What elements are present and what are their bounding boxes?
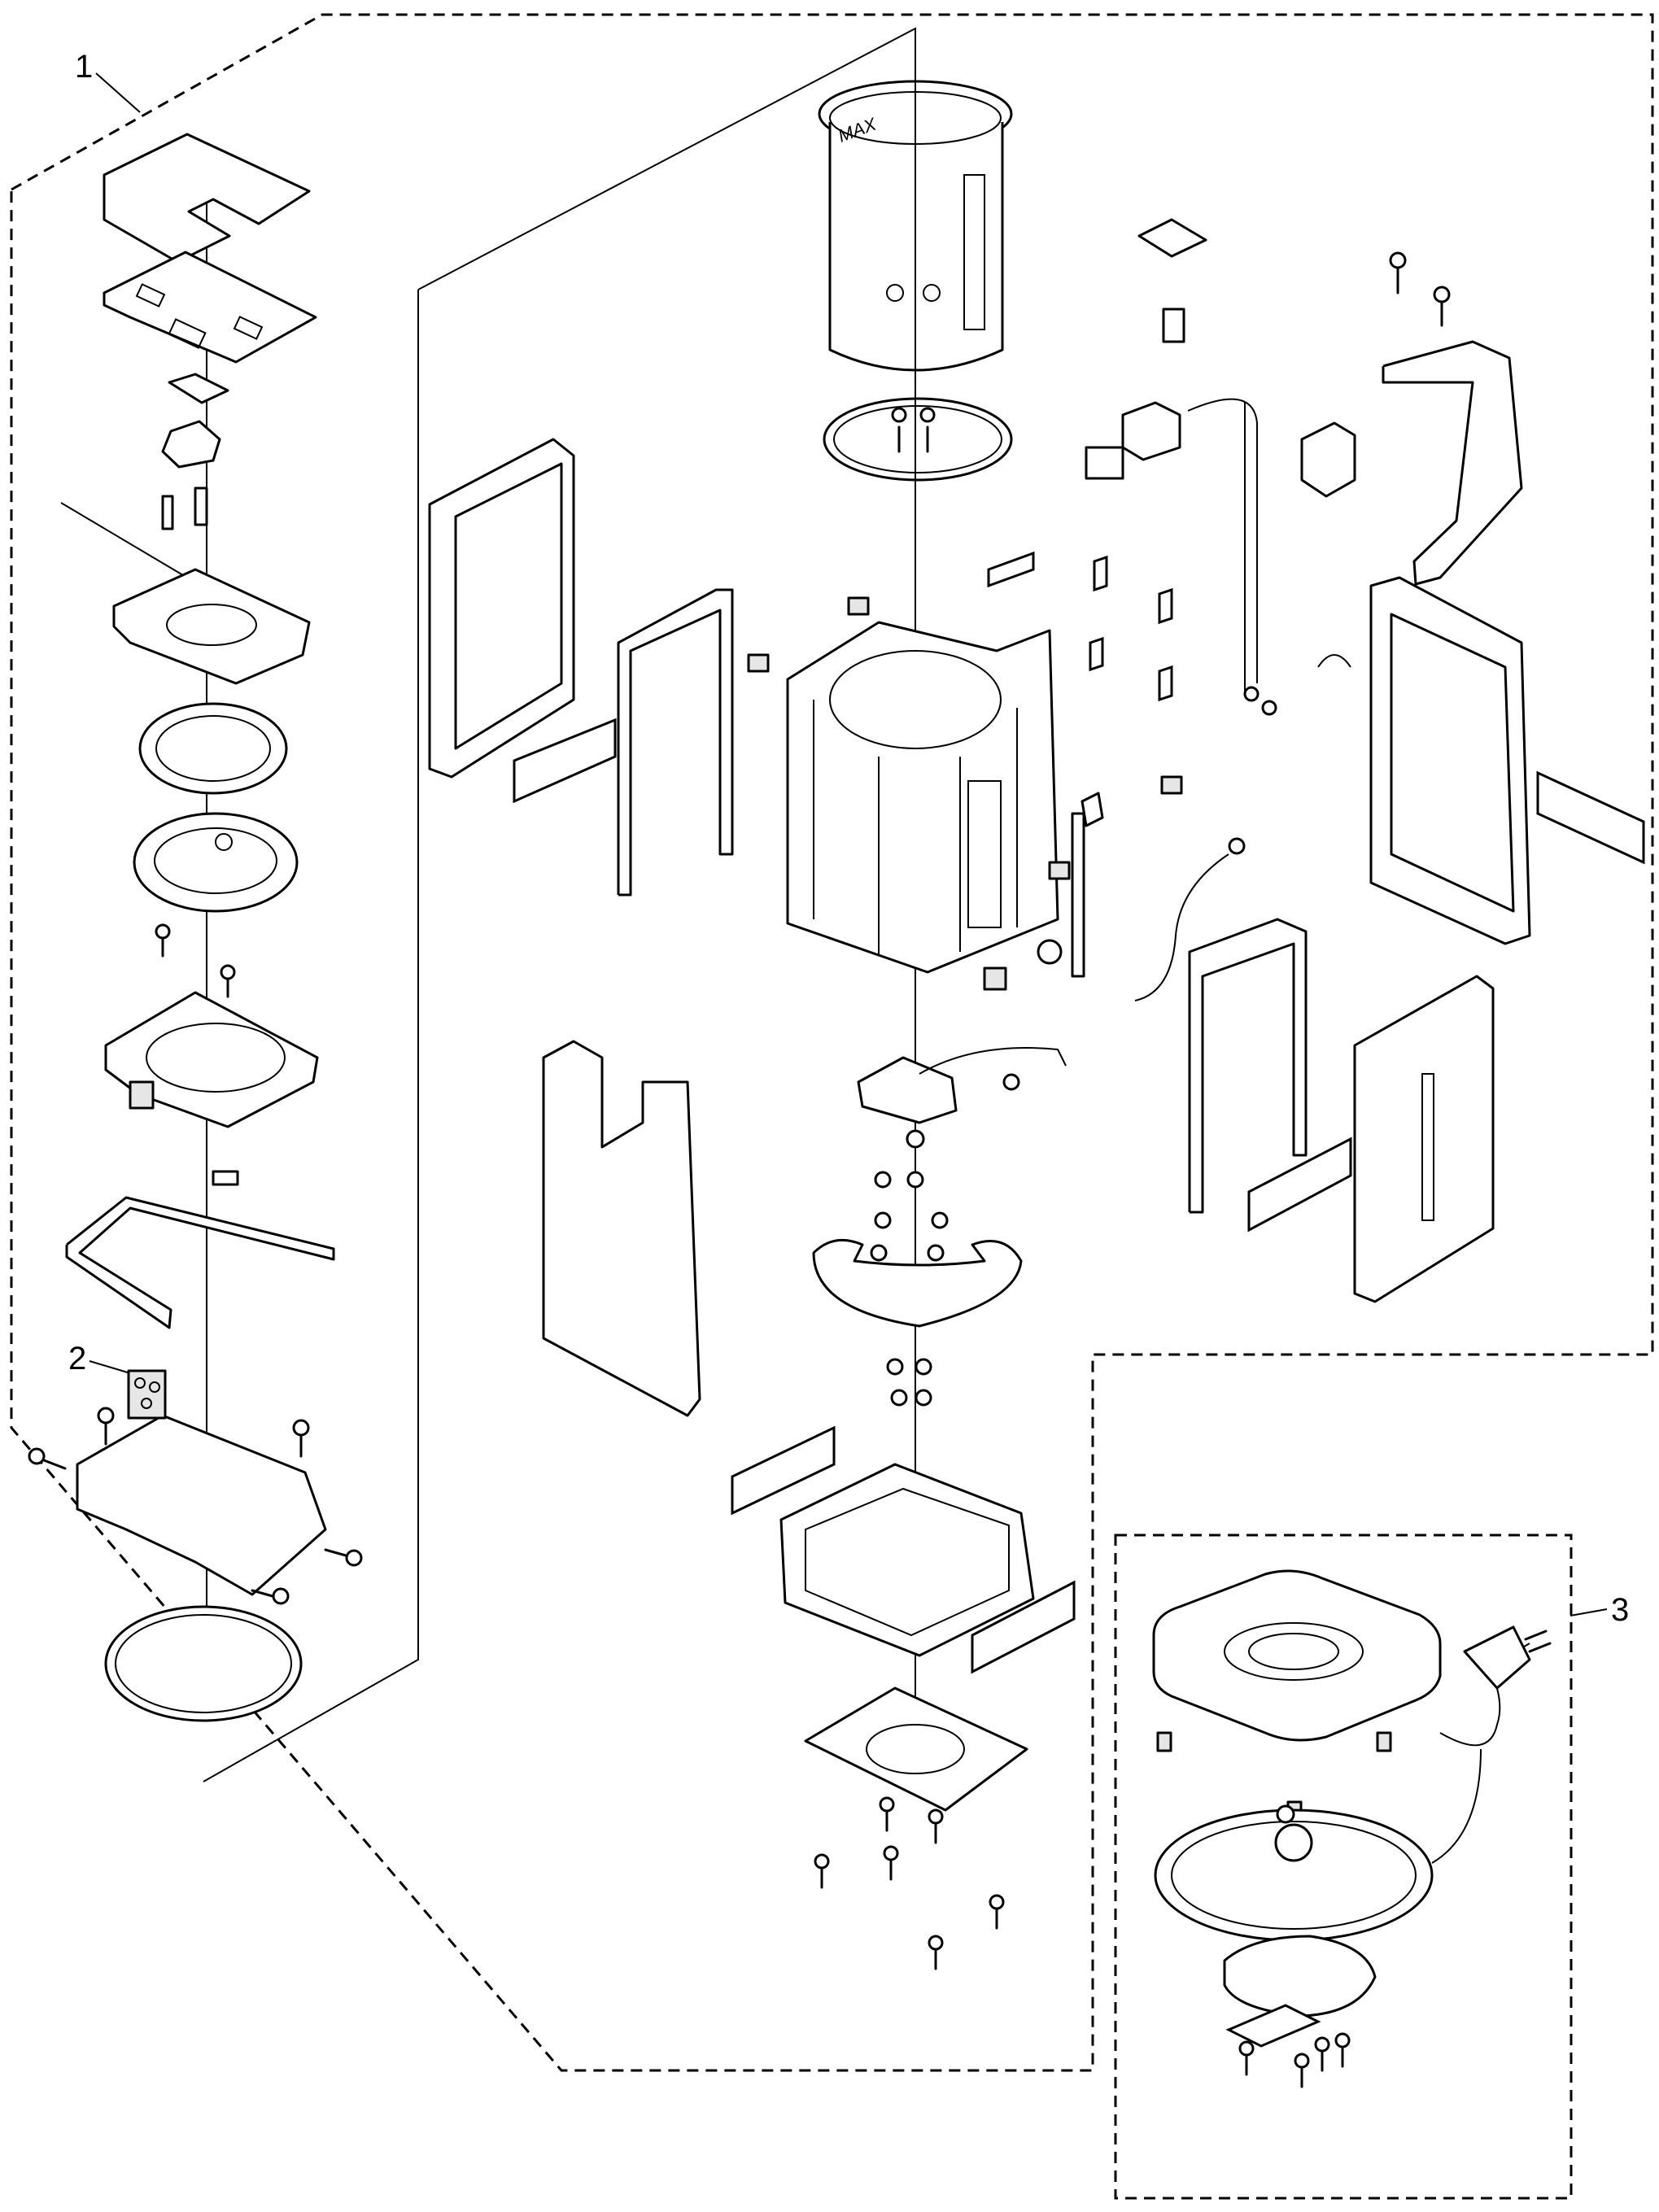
body-nut bbox=[847, 596, 870, 616]
lid-control-panel bbox=[103, 251, 317, 364]
latch-spring bbox=[194, 486, 208, 526]
terminal-block bbox=[983, 939, 1063, 991]
right-side-panel bbox=[1369, 576, 1531, 945]
power-base-top bbox=[1152, 1569, 1442, 1742]
button-pad bbox=[168, 373, 229, 404]
base-screws bbox=[814, 1796, 1005, 1970]
hinge-screw bbox=[97, 1407, 115, 1446]
body-nut bbox=[747, 653, 770, 673]
thermal-fuse bbox=[1071, 792, 1104, 978]
left-front-cover bbox=[542, 1040, 701, 1417]
base-washers bbox=[886, 1358, 932, 1407]
hinge-ring bbox=[104, 1605, 303, 1722]
base-label-left bbox=[731, 1425, 836, 1516]
lid-screw bbox=[155, 923, 171, 958]
connector-wire bbox=[919, 1047, 1067, 1091]
base-plate bbox=[804, 1686, 1028, 1812]
center-connector bbox=[857, 1056, 958, 1149]
callout-3-group: 3 bbox=[1570, 1592, 1629, 1628]
body-label bbox=[1089, 636, 1104, 672]
heater-mount-bracket bbox=[812, 1238, 1023, 1328]
power-base-feet bbox=[1156, 1731, 1392, 1822]
body-label bbox=[1158, 587, 1173, 625]
mounting-nuts bbox=[870, 1171, 949, 1262]
lid-assembly-column bbox=[28, 133, 363, 1722]
power-base-contact bbox=[1223, 1935, 1377, 2048]
cord-clip bbox=[1317, 654, 1351, 668]
lid-hinge-base bbox=[76, 1414, 327, 1596]
callout-1: 1 bbox=[75, 49, 93, 85]
top-screw bbox=[1389, 251, 1407, 294]
ground-wire bbox=[1134, 837, 1246, 1001]
left-heater-element bbox=[617, 588, 734, 897]
left-side-label bbox=[513, 718, 617, 804]
lid-inner-frame bbox=[112, 568, 311, 685]
jug-seal-ring bbox=[823, 397, 1013, 482]
callout-2-group: 2 bbox=[68, 1341, 131, 1377]
right-front-label bbox=[1247, 1137, 1352, 1233]
hinge-screw bbox=[324, 1548, 363, 1567]
part-2-button bbox=[127, 1369, 167, 1420]
body-label bbox=[1093, 555, 1108, 592]
steam-valve-housing bbox=[133, 812, 299, 913]
thermostat-bracket bbox=[1137, 218, 1207, 343]
power-base-screws bbox=[1238, 2032, 1351, 2088]
left-side-panel bbox=[428, 438, 575, 779]
lid-top-plate bbox=[103, 133, 311, 264]
right-front-panel bbox=[1353, 975, 1495, 1303]
callout-2: 2 bbox=[68, 1341, 86, 1377]
body-nut bbox=[1048, 861, 1071, 880]
base-label-right bbox=[971, 1580, 1076, 1674]
assembly-3-boundary bbox=[1114, 1534, 1573, 2200]
right-heater-element bbox=[1188, 918, 1308, 1214]
cord-reel-base bbox=[1154, 1804, 1434, 1942]
top-screw bbox=[1433, 286, 1451, 327]
lid-frame bbox=[104, 991, 319, 1128]
jug-screws bbox=[891, 407, 936, 453]
micro-switch bbox=[1085, 401, 1181, 480]
sensor-bracket bbox=[1300, 421, 1356, 498]
hinge-screw bbox=[251, 1587, 290, 1605]
lid-latch bbox=[161, 420, 221, 469]
power-cord bbox=[1431, 1625, 1552, 1864]
base-housing bbox=[779, 1463, 1035, 1657]
handle bbox=[1382, 340, 1523, 586]
callout-3: 3 bbox=[1611, 1592, 1629, 1628]
wire-harness bbox=[1187, 398, 1277, 716]
lid-gasket bbox=[138, 702, 288, 795]
body-label bbox=[1158, 665, 1173, 702]
body-nut bbox=[1160, 775, 1183, 795]
lid-seal-channel bbox=[65, 1196, 335, 1329]
callout-1-group: 1 bbox=[75, 49, 141, 113]
hinge-screw bbox=[292, 1419, 310, 1458]
right-side-label bbox=[1536, 770, 1645, 865]
hinge-screw bbox=[28, 1447, 67, 1470]
lid-screw bbox=[220, 964, 236, 998]
body-label bbox=[987, 551, 1035, 588]
